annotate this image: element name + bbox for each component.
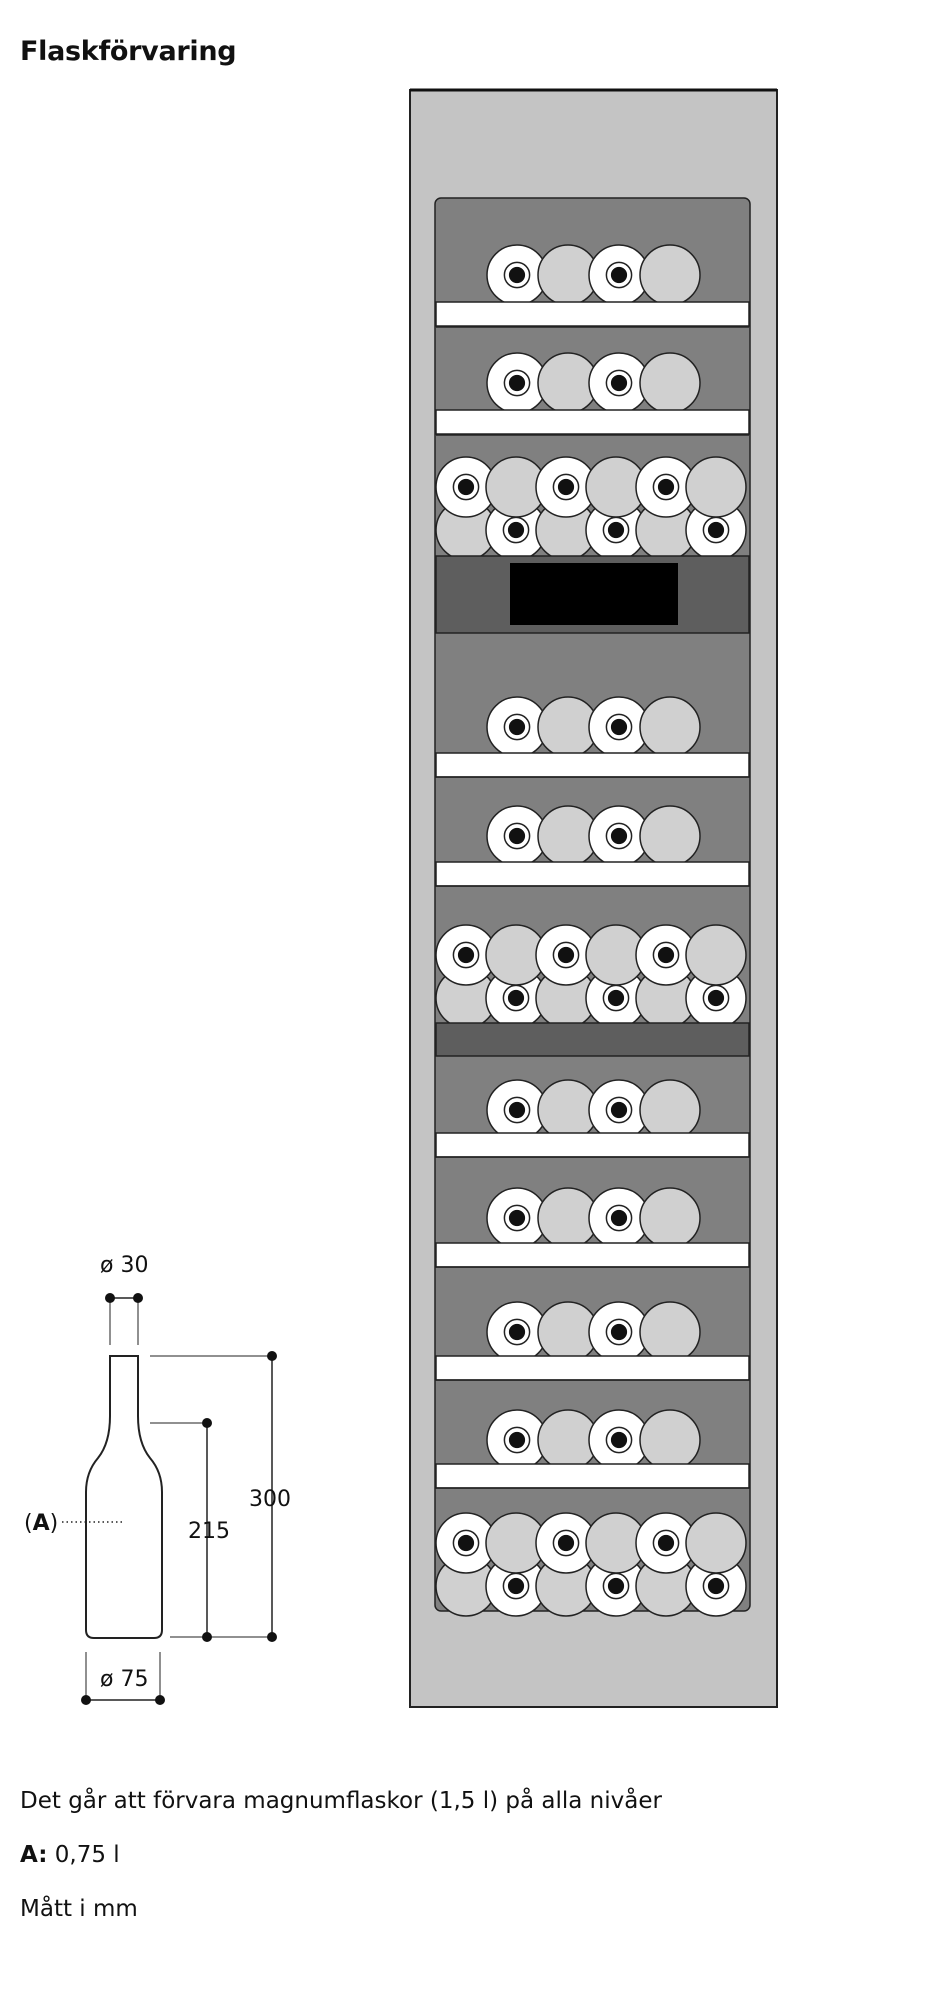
bottle-cork [607,989,625,1007]
bottle-cork [508,1101,526,1119]
label-a-paren-open: ( [24,1511,33,1536]
bottle-cork [610,374,628,392]
neck-dim-dot-left [105,1293,115,1303]
bottle-cork [610,1209,628,1227]
shelf-rail [435,409,750,435]
bottle-cork [610,1431,628,1449]
bottle-cork [607,1577,625,1595]
bottle-cork [557,478,575,496]
shelf-rail [435,1132,750,1158]
bottle-cork [507,1577,525,1595]
body-dim-dot-right [155,1695,165,1705]
bottle-cork [610,1323,628,1341]
bottle-cork [657,478,675,496]
bottle-a-note: A: 0,75 l [20,1842,120,1868]
height-total-label: 300 [249,1487,291,1512]
bottle [639,1079,701,1141]
bottle [639,1301,701,1363]
bottle-cork [508,266,526,284]
bottle-a-note-value: 0,75 l [54,1842,120,1868]
bottle [639,1409,701,1471]
wine-cabinet [409,88,778,1708]
height-total-dot-top [267,1351,277,1361]
bottle [639,352,701,414]
bottle-cork [557,1534,575,1552]
height-shoulder-label: 215 [188,1519,230,1544]
bottle [639,805,701,867]
body-dim-dot-left [81,1695,91,1705]
bottle-cork [707,989,725,1007]
bottle-cork [508,1209,526,1227]
body-diameter-label: ø 75 [100,1667,148,1692]
bottle-cork [610,266,628,284]
bottle-cork [610,1101,628,1119]
bottle-cork [610,827,628,845]
bottle-cork [508,1323,526,1341]
bottle [685,924,747,986]
bottle-a-note-label: A: [20,1842,48,1868]
shelf-rail [435,752,750,778]
label-a: (A) [24,1511,58,1536]
shelf-rail [435,1463,750,1489]
bottle-cork [508,374,526,392]
bottle [639,244,701,306]
neck-diameter-label: ø 30 [100,1253,148,1278]
magnum-note: Det går att förvara magnumflaskor (1,5 l… [20,1788,662,1814]
bottle-cork [457,1534,475,1552]
neck-dim-dot-right [133,1293,143,1303]
height-total-dot-bottom [267,1632,277,1642]
height-shoulder-dot-bottom [202,1632,212,1642]
shelf-rail [435,301,750,327]
bottle [639,1187,701,1249]
zone-divider-panel [435,1022,750,1057]
page-title: Flaskförvaring [20,36,237,67]
bottle-cork [557,946,575,964]
shelf-rail [435,861,750,887]
label-a-paren-close: ) [50,1511,59,1536]
shelf-rail [435,1242,750,1268]
bottle [639,696,701,758]
bottle-cork [457,478,475,496]
bottle-cork [707,521,725,539]
bottle-cork [457,946,475,964]
bottle-cork [507,521,525,539]
bottle-cork [610,718,628,736]
bottle [685,1512,747,1574]
bottle-outline [85,1355,163,1639]
bottle [685,456,747,518]
bottle-cork [507,989,525,1007]
bottle-cork [607,521,625,539]
bottle-cork [657,1534,675,1552]
height-shoulder-dot-top [202,1418,212,1428]
display-panel [510,563,678,625]
bottle-cork [508,1431,526,1449]
bottle-cork [707,1577,725,1595]
bottle-cork [657,946,675,964]
bottle-cork [508,718,526,736]
label-a-letter: A [33,1511,50,1536]
shelf-rail [435,1355,750,1381]
bottle-cork [508,827,526,845]
bottle-dimension-drawing [62,1293,277,1705]
units-note: Mått i mm [20,1896,138,1922]
